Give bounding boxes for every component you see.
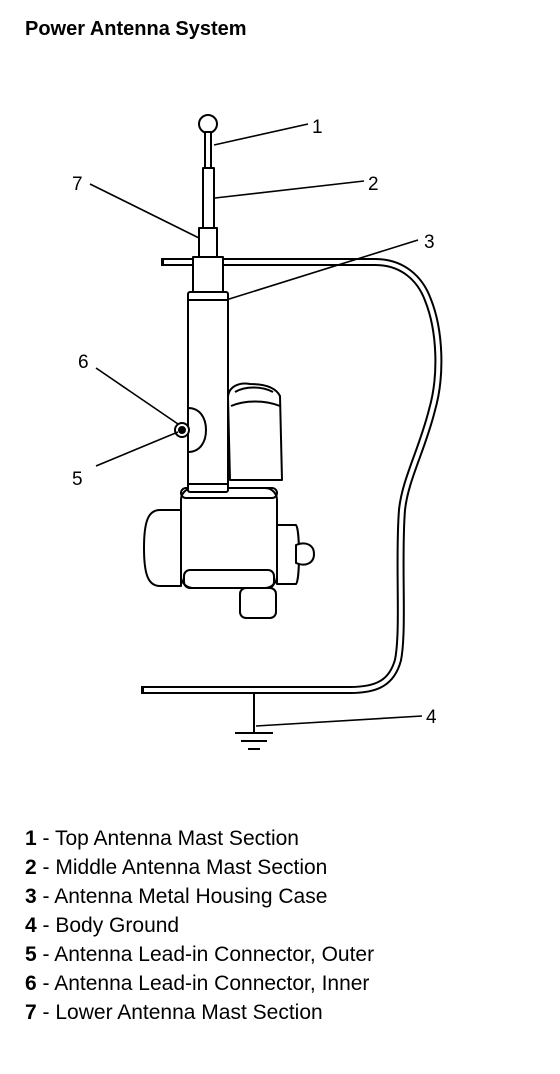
legend-item-2: 2 - Middle Antenna Mast Section [25, 856, 328, 879]
lead-in-connector-outer [187, 407, 207, 453]
motor-cap-left [143, 509, 182, 587]
mast-tip-ball [198, 114, 218, 134]
legend-item-6: 6 - Antenna Lead-in Connector, Inner [25, 972, 370, 995]
motor-housing [227, 382, 283, 481]
callout-1-number: 1 [312, 117, 323, 138]
callout-5-number: 5 [72, 469, 83, 490]
motor-foot [239, 587, 277, 619]
callout-4-number: 4 [426, 707, 437, 728]
diagram-title: Power Antenna System [25, 18, 247, 40]
housing-case [187, 291, 229, 493]
top-mast-section [204, 131, 212, 169]
gear-box [180, 487, 278, 589]
callout-2-number: 2 [368, 174, 379, 195]
callout-legend: 1 - Top Antenna Mast Section 2 - Middle … [25, 824, 374, 1027]
leader-lines [89, 123, 423, 727]
legend-item-4: 4 - Body Ground [25, 914, 180, 937]
housing-neck [192, 256, 224, 293]
antenna-diagram: 1 2 3 4 5 6 7 [72, 114, 443, 750]
legend-item-3: 3 - Antenna Metal Housing Case [25, 885, 328, 908]
middle-mast-section [202, 167, 215, 229]
legend-item-1: 1 - Top Antenna Mast Section [25, 827, 299, 850]
motor-knob [295, 542, 315, 566]
callout-7-number: 7 [72, 174, 83, 195]
callout-6-number: 6 [78, 352, 89, 373]
body-panel [142, 258, 443, 694]
lower-mast-section [198, 227, 218, 258]
legend-item-7: 7 - Lower Antenna Mast Section [25, 1001, 323, 1024]
callout-3-number: 3 [424, 232, 435, 253]
legend-item-5: 5 - Antenna Lead-in Connector, Outer [25, 943, 375, 966]
